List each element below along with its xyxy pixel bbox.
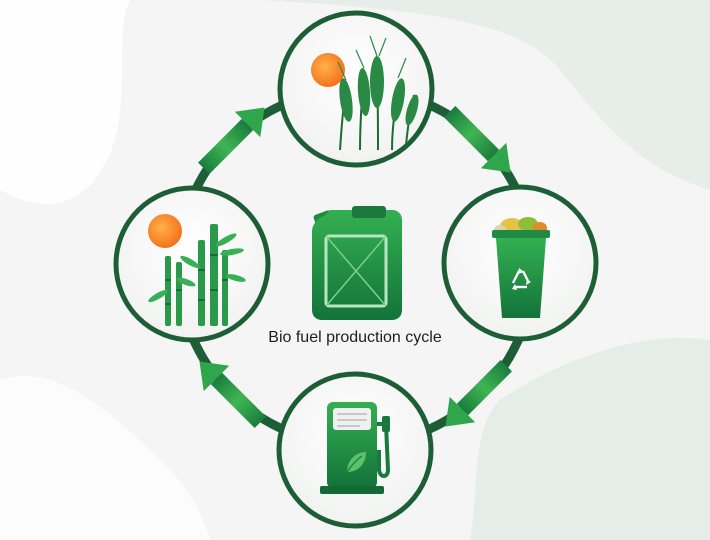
- node-fuel-pump: [276, 371, 434, 529]
- arrow-bamboo-to-wheat: [198, 107, 265, 174]
- diagram-title: Bio fuel production cycle: [268, 329, 442, 346]
- node-wheat: [277, 10, 435, 168]
- bamboo-with-sun-icon: [148, 214, 246, 326]
- cycle-arrows: [198, 106, 512, 428]
- arrow-wheat-to-waste: [444, 106, 511, 173]
- wheat-with-sun-icon: [311, 35, 419, 151]
- node-waste: [441, 184, 599, 342]
- arrow-fuel-to-bamboo: [199, 361, 266, 428]
- jerrycan-icon: [312, 206, 402, 320]
- node-bamboo: [113, 185, 271, 343]
- recycle-bin-icon: [492, 217, 550, 318]
- fuel-pump-icon: [320, 402, 391, 494]
- arrow-waste-to-fuel: [445, 360, 512, 427]
